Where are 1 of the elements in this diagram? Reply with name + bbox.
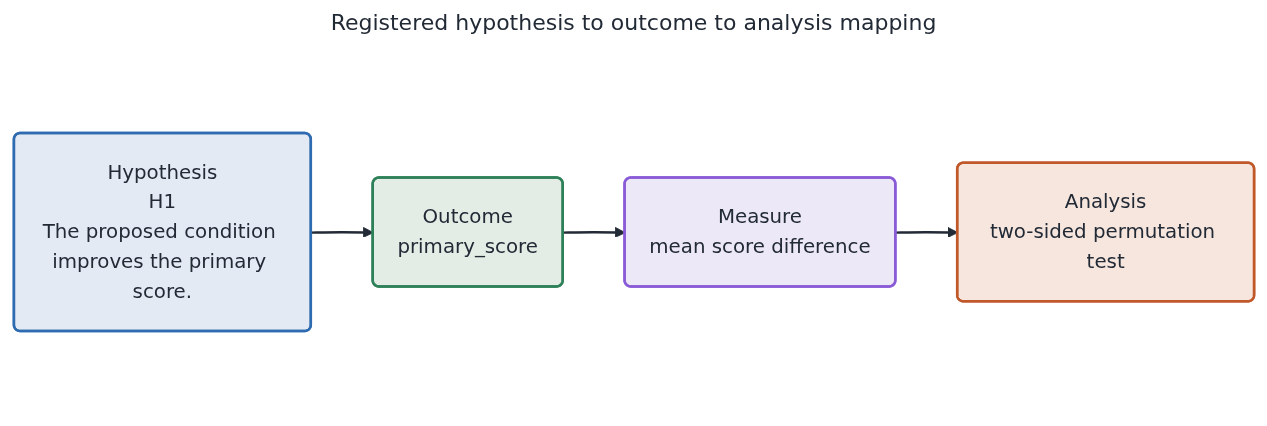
diagram-title: Registered hypothesis to outcome to analysis mapping: [329, 10, 938, 37]
